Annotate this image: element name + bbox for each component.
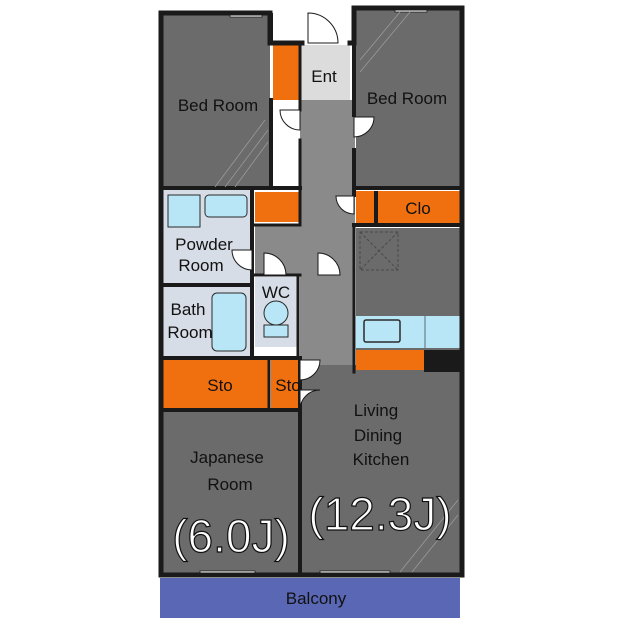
- balcony: [160, 578, 460, 618]
- japanese-room: [163, 410, 298, 573]
- bed-room-right: [356, 10, 460, 188]
- storage-small: [255, 192, 300, 222]
- label-bed-room-left: Bed Room: [178, 96, 258, 115]
- storage-left: [163, 360, 268, 410]
- label-bed-room-right: Bed Room: [367, 89, 447, 108]
- label-ldk-2: Dining: [354, 426, 402, 445]
- bed-room-left: [163, 15, 270, 187]
- label-sto-mid: Sto: [275, 376, 301, 395]
- label-japanese-size: (6.0J): [172, 510, 290, 562]
- closet: [356, 191, 460, 223]
- vanity-sink: [204, 194, 248, 218]
- doors: [231, 12, 375, 411]
- label-bath-2: Room: [167, 323, 212, 342]
- label-ldk-size: (12.3J): [308, 488, 451, 540]
- skylight-x2: [359, 231, 399, 271]
- kitchen-counter-orange: [356, 350, 424, 370]
- ent-storage: [273, 45, 300, 100]
- fridge-black: [424, 350, 460, 372]
- bathtub: [211, 292, 247, 352]
- label-japanese-2: Room: [207, 475, 252, 494]
- kitchen-sink: [363, 319, 401, 343]
- closet-divider: [374, 191, 378, 223]
- label-ldk-1: Living: [354, 401, 398, 420]
- toilet-tank: [263, 324, 289, 338]
- label-ent: Ent: [311, 67, 337, 86]
- label-japanese-1: Japanese: [190, 448, 264, 467]
- floor-hatching: [214, 11, 459, 573]
- kitchen-area: [356, 228, 460, 370]
- washbasin: [167, 194, 201, 228]
- label-balcony: Balcony: [286, 589, 347, 608]
- ldk: [300, 365, 460, 573]
- label-powder-1: Powder: [175, 235, 233, 254]
- entrance: [300, 45, 350, 100]
- kitchen-panel-split: [424, 316, 426, 348]
- label-wc: WC: [262, 283, 290, 302]
- label-ldk-3: Kitchen: [353, 450, 410, 469]
- skylight-box: [359, 231, 399, 271]
- storage-mid: [271, 360, 300, 410]
- label-sto-left: Sto: [207, 376, 233, 395]
- toilet: [263, 300, 289, 326]
- label-powder-2: Room: [178, 256, 223, 275]
- label-clo: Clo: [405, 199, 431, 218]
- label-bath-1: Bath: [171, 300, 206, 319]
